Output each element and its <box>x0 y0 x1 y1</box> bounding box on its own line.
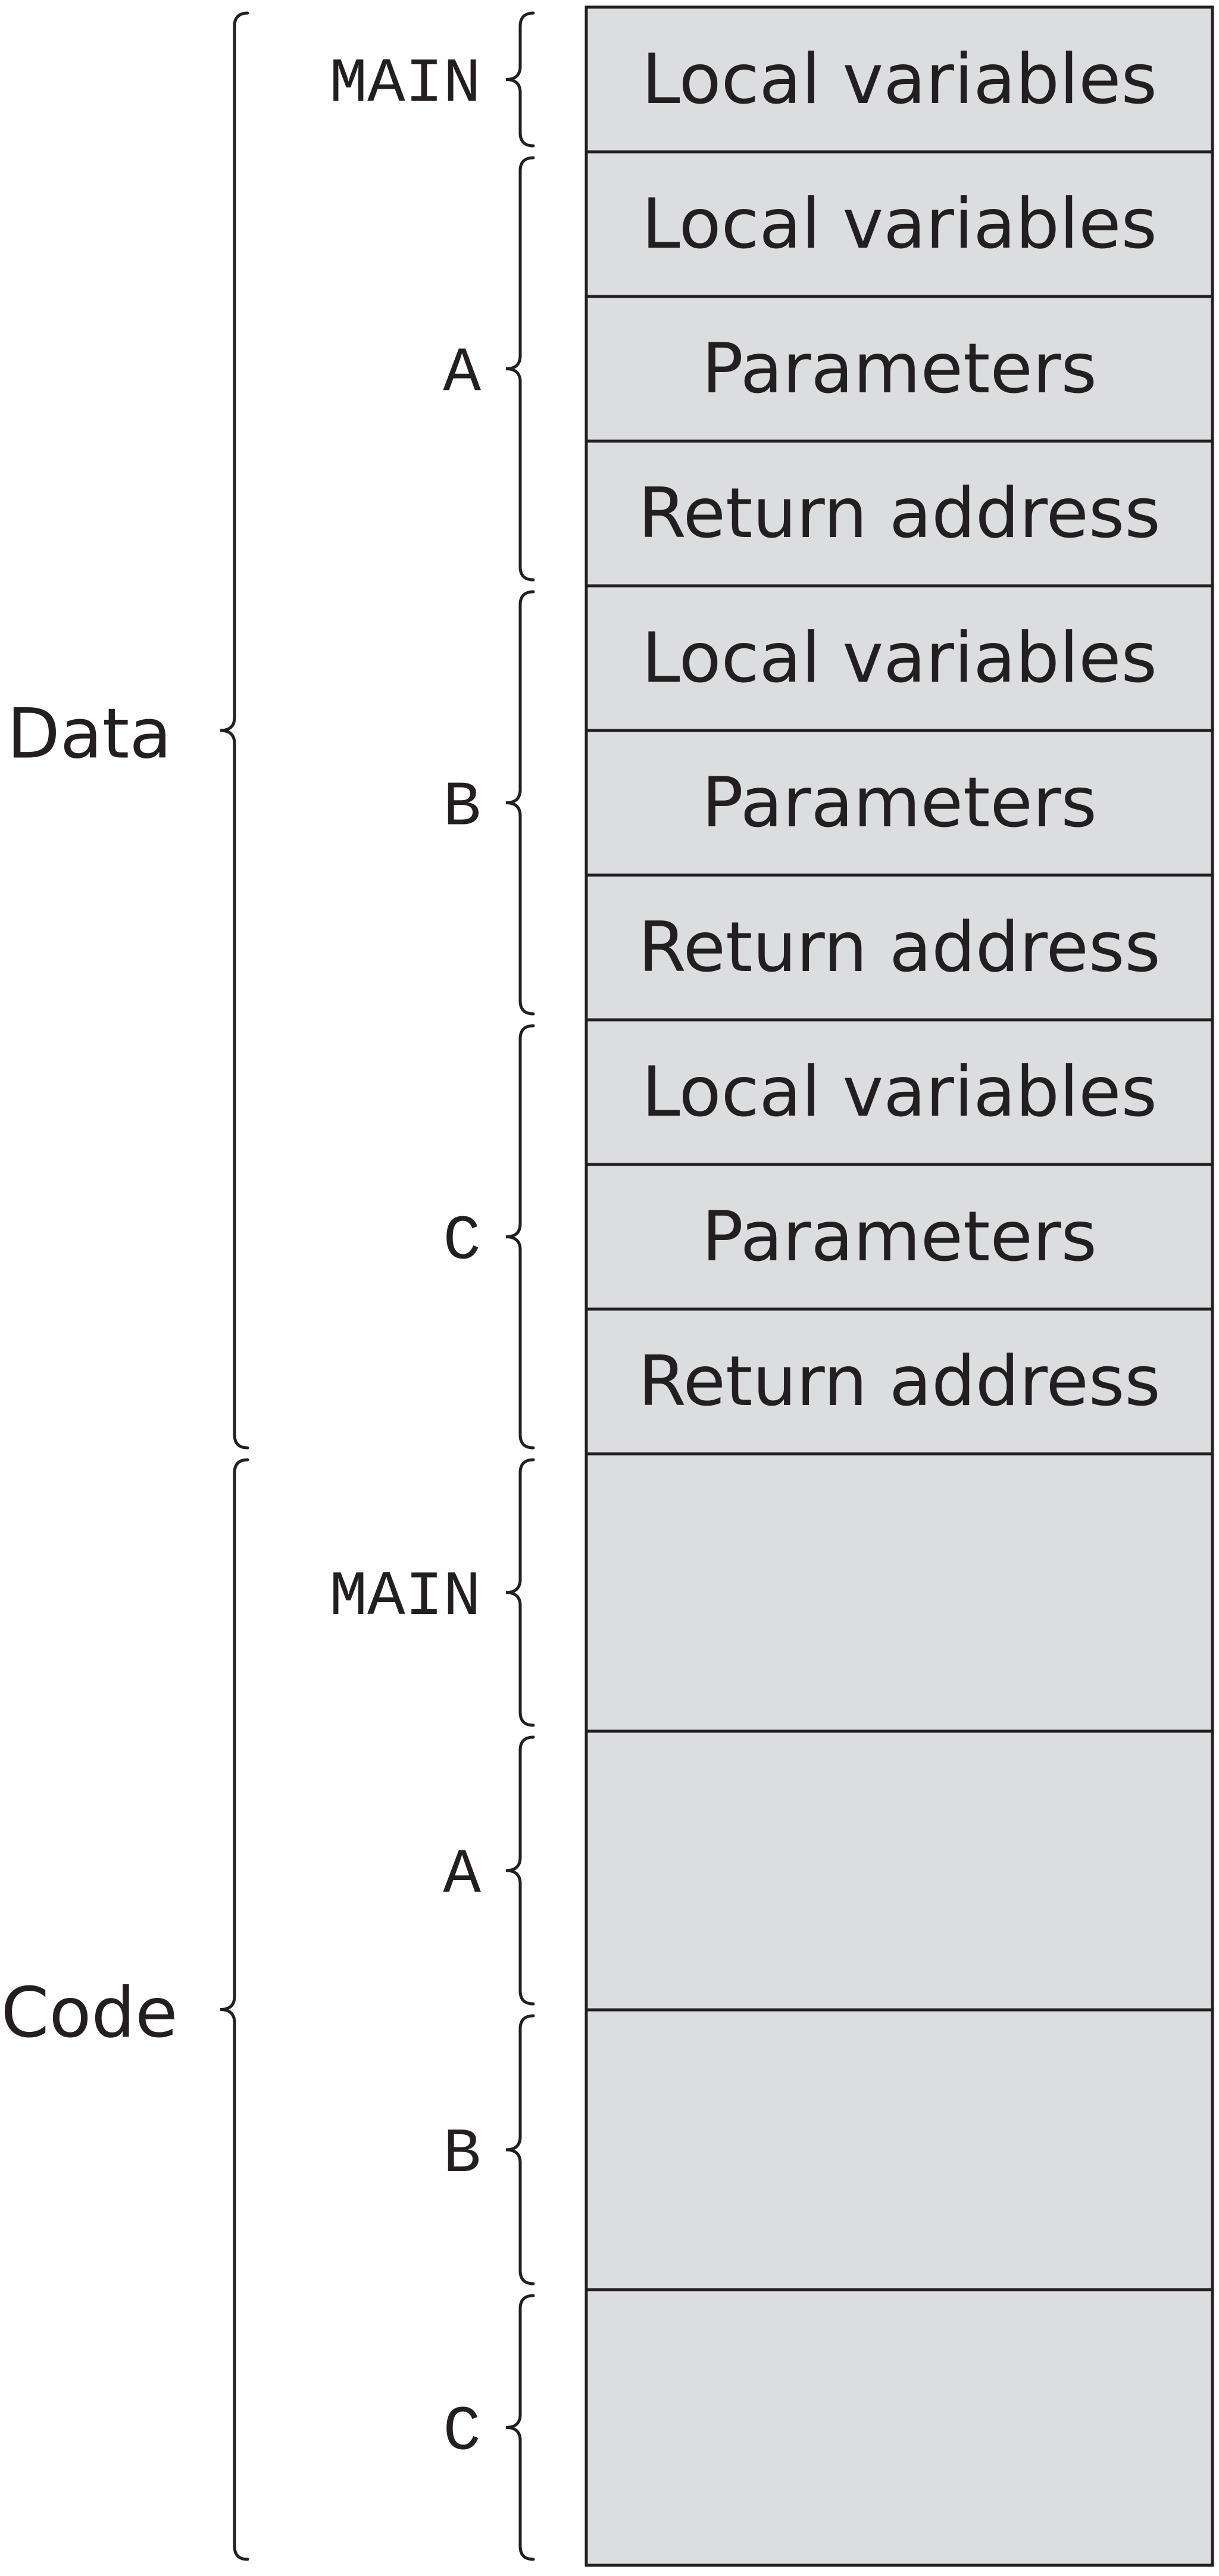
memory-cell-label: Parameters <box>702 763 1097 843</box>
memory-cell-box <box>585 1018 1214 1166</box>
memory-cell-data-c-2: Return address <box>585 1307 1214 1456</box>
memory-cell-data-b-1: Parameters <box>585 729 1214 877</box>
routine-brackets: MAIN A B C MAIN A B C <box>330 11 535 2561</box>
routine-brace <box>505 2014 535 2285</box>
memory-cell-box <box>585 150 1214 298</box>
section-group-data: Data <box>7 11 249 1450</box>
section-brace <box>220 1458 249 2561</box>
memory-cell-box <box>585 5 1214 154</box>
section-label: Code <box>1 1973 178 2053</box>
routine-group-data-b: B <box>443 590 535 1016</box>
memory-cell-data-main-0: Local variables <box>585 5 1214 154</box>
memory-cell-data-c-0: Local variables <box>585 1018 1214 1166</box>
routine-brace <box>505 156 535 582</box>
memory-cell-label: Parameters <box>702 1197 1097 1277</box>
memory-cell-box <box>585 1729 1214 2012</box>
memory-cell-data-a-1: Parameters <box>585 295 1214 443</box>
memory-cell-label: Local variables <box>642 618 1157 698</box>
memory-cell-box <box>585 439 1214 588</box>
memory-cell-code-b-0 <box>585 2008 1214 2291</box>
routine-label: MAIN <box>330 49 481 120</box>
memory-cell-box <box>585 1307 1214 1456</box>
routine-label: A <box>443 338 481 410</box>
routine-brace <box>505 2294 535 2561</box>
memory-cell-label: Local variables <box>642 184 1157 264</box>
routine-group-code-c: C <box>443 2294 535 2561</box>
routine-group-code-b: B <box>443 2014 535 2285</box>
memory-cell-code-a-0 <box>585 1729 1214 2012</box>
memory-cell-box <box>585 584 1214 732</box>
memory-cell-data-a-0: Local variables <box>585 150 1214 298</box>
routine-label: C <box>443 1206 481 1278</box>
routine-group-data-c: C <box>443 1024 535 1450</box>
memory-cell-box <box>585 729 1214 877</box>
memory-cell-box <box>585 2008 1214 2291</box>
memory-cell-label: Local variables <box>642 1052 1157 1132</box>
memory-cell-box <box>585 2288 1214 2567</box>
routine-brace <box>505 1458 535 1727</box>
memory-cell-label: Parameters <box>702 329 1097 409</box>
memory-cell-code-c-0 <box>585 2288 1214 2567</box>
memory-cell-code-main-0 <box>585 1452 1214 1733</box>
routine-label: MAIN <box>330 1562 481 1633</box>
memory-cell-data-b-0: Local variables <box>585 584 1214 732</box>
section-group-code: Code <box>1 1458 249 2561</box>
memory-cell-label: Local variables <box>642 39 1157 120</box>
routine-brace <box>505 11 535 148</box>
routine-brace <box>505 1735 535 2006</box>
routine-brace <box>505 1024 535 1450</box>
routine-label: C <box>443 2397 481 2468</box>
routine-group-code-a: A <box>443 1735 535 2006</box>
routine-group-code-main: MAIN <box>330 1458 535 1727</box>
memory-cell-data-a-2: Return address <box>585 439 1214 588</box>
section-label: Data <box>7 694 172 775</box>
routine-group-data-main: MAIN <box>330 11 535 148</box>
routine-label: B <box>443 2119 481 2190</box>
memory-cell-label: Return address <box>638 1341 1161 1422</box>
routine-label: B <box>443 772 481 844</box>
routine-label: A <box>443 1840 481 1911</box>
memory-cell-box <box>585 295 1214 443</box>
memory-cell-data-c-1: Parameters <box>585 1163 1214 1311</box>
memory-cell-label: Return address <box>638 907 1161 988</box>
memory-cell-box <box>585 1452 1214 1733</box>
routine-group-data-a: A <box>443 156 535 582</box>
routine-brace <box>505 590 535 1016</box>
memory-cell-label: Return address <box>638 473 1161 554</box>
memory-cell-data-b-2: Return address <box>585 873 1214 1022</box>
section-brace <box>220 11 249 1450</box>
